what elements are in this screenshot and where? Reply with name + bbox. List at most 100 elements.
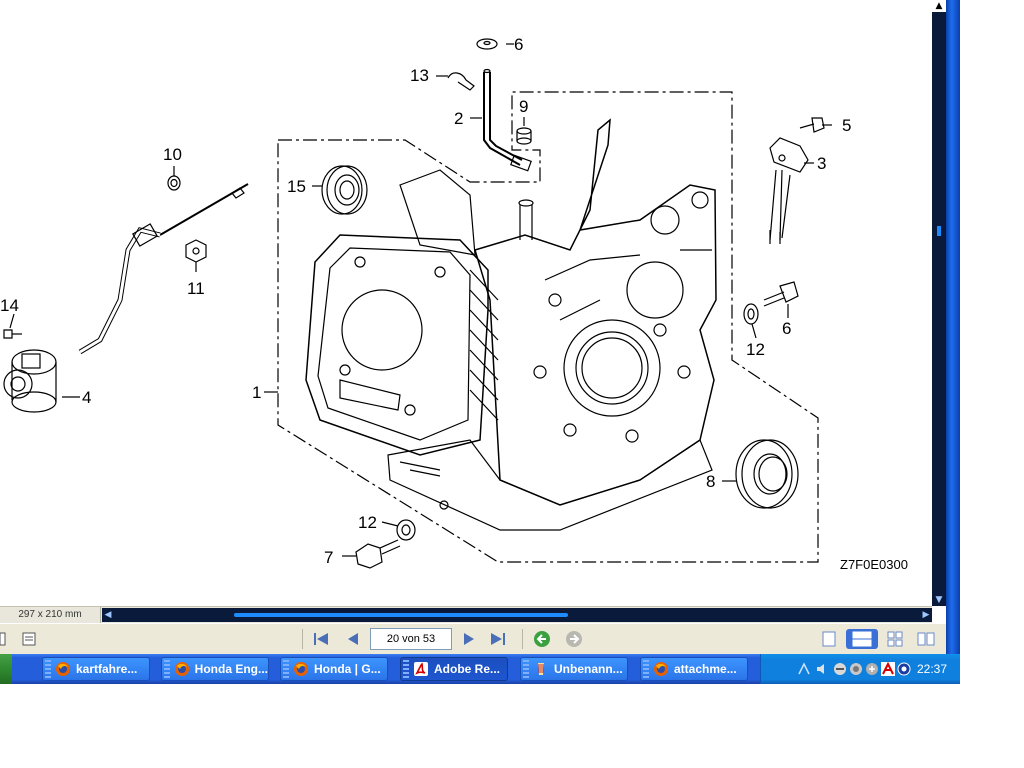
taskbar-grip — [403, 660, 409, 678]
part-8-seal — [735, 439, 799, 509]
tray-app-icon-2[interactable] — [849, 662, 863, 676]
start-button[interactable] — [0, 654, 12, 684]
firefox-icon — [294, 662, 308, 676]
part-6-bolt-right — [763, 281, 799, 307]
part-7-washer — [476, 38, 498, 50]
part-12-washer-bottom — [396, 519, 416, 541]
part-3-sensor — [769, 137, 809, 244]
system-tray: 22:37 — [760, 654, 961, 684]
first-page-button[interactable] — [310, 629, 332, 649]
back-view-button[interactable] — [530, 629, 554, 649]
part-13-clip — [447, 72, 475, 91]
toolbar-separator — [302, 629, 303, 649]
taskbar-grip — [45, 660, 51, 678]
last-page-icon — [491, 633, 505, 645]
firefox-icon — [174, 662, 189, 676]
horizontal-scroll-thumb[interactable] — [234, 613, 568, 617]
vertical-scrollbar[interactable]: ▲ ▼ — [932, 0, 946, 606]
previous-page-button[interactable] — [342, 629, 364, 649]
adobe-reader-icon — [414, 662, 428, 676]
taskbar-grip — [643, 660, 649, 678]
scroll-down-arrow-icon[interactable]: ▼ — [932, 594, 946, 606]
page-navigation-toolbar: 20 von 53 — [0, 623, 946, 654]
tray-app-icon-1[interactable] — [833, 662, 847, 676]
part-2-rod — [483, 68, 532, 172]
leader-lines — [9, 43, 832, 557]
taskbar-button-adobe-reader[interactable]: Adobe Re... — [400, 657, 508, 681]
callout-12-right: 12 — [746, 340, 765, 359]
screen-blank-area-bottom — [0, 684, 1024, 768]
antivirus-icon[interactable] — [881, 662, 895, 676]
screen-blank-area-right — [960, 0, 1024, 684]
part-5-bolt — [799, 117, 825, 133]
page-layout-icon[interactable] — [20, 629, 38, 649]
cable-assembly — [3, 175, 249, 413]
paint-icon — [538, 663, 544, 675]
scroll-left-arrow-icon[interactable]: ◀ — [104, 610, 112, 620]
callout-7: 6 — [514, 35, 523, 54]
scroll-right-arrow-icon[interactable]: ▶ — [922, 610, 930, 620]
tray-app-icon-3[interactable] — [865, 662, 879, 676]
taskbar-button-kartfahrer[interactable]: kartfahre... — [42, 657, 150, 681]
taskbar-button-label: kartfahre... — [76, 662, 138, 676]
single-page-view-button[interactable] — [818, 629, 840, 649]
two-up-page-icon — [887, 631, 903, 647]
horizontal-scrollbar[interactable]: ◀ ▶ — [102, 608, 932, 622]
page-size-label: 297 x 210 mm — [0, 607, 101, 623]
part-6-bolt-bottom — [355, 539, 401, 569]
next-page-button[interactable] — [458, 629, 480, 649]
taskbar-grip — [523, 660, 529, 678]
callout-2: 2 — [454, 109, 463, 128]
volume-icon[interactable] — [815, 662, 829, 676]
toolbar-edge-icon — [0, 629, 6, 649]
crankcase-block — [305, 118, 717, 531]
callout-4: 4 — [82, 388, 91, 407]
taskbar-button-attachment[interactable]: attachme... — [640, 657, 748, 681]
taskbar-button-honda-g[interactable]: Honda | G... — [280, 657, 388, 681]
first-page-icon — [314, 633, 328, 645]
callout-1: 1 — [252, 383, 261, 402]
facing-pages-icon — [917, 632, 935, 646]
taskbar-button-label: Unbenann... — [554, 662, 623, 676]
network-icon[interactable] — [797, 662, 811, 676]
callout-14: 14 — [0, 296, 19, 315]
callout-10: 10 — [163, 145, 182, 164]
taskbar-clock[interactable]: 22:37 — [916, 662, 947, 676]
part-9-grommet — [516, 127, 532, 145]
two-up-continuous-view-button[interactable] — [914, 629, 938, 649]
exploded-parts-diagram: 6 13 2 9 15 5 3 10 11 14 4 1 6 12 8 12 7… — [0, 35, 908, 572]
taskbar-button-label: Honda Eng... — [194, 662, 268, 676]
vertical-scroll-thumb[interactable] — [937, 226, 941, 236]
callout-6-bottom: 7 — [324, 548, 333, 567]
page-number-field[interactable]: 20 von 53 — [370, 628, 452, 650]
diagram-reference-code: Z7F0E0300 — [840, 557, 908, 572]
taskbar-button-label: Honda | G... — [314, 662, 381, 676]
callout-6-right: 6 — [782, 319, 791, 338]
single-page-icon — [822, 631, 836, 647]
firefox-icon — [56, 662, 70, 676]
document-page: 6 13 2 9 15 5 3 10 11 14 4 1 6 12 8 12 7… — [0, 35, 908, 572]
callout-11: 11 — [187, 279, 205, 298]
taskbar-button-unbenannt[interactable]: Unbenann... — [520, 657, 628, 681]
forward-view-icon — [566, 631, 582, 647]
last-page-button[interactable] — [486, 629, 510, 649]
group-outline — [277, 91, 819, 563]
callout-13: 13 — [410, 66, 429, 85]
previous-page-icon — [348, 633, 358, 645]
tray-app-icon-4[interactable] — [897, 662, 911, 676]
firefox-icon — [654, 662, 668, 676]
forward-view-button[interactable] — [562, 629, 586, 649]
taskbar-grip — [164, 660, 170, 678]
taskbar-button-label: attachme... — [674, 662, 737, 676]
two-up-view-button[interactable] — [884, 629, 906, 649]
part-15-bearing — [321, 165, 368, 215]
next-page-icon — [464, 633, 474, 645]
callout-12-bottom: 12 — [358, 513, 377, 532]
continuous-view-button[interactable] — [846, 629, 878, 649]
window-right-border — [946, 0, 960, 654]
scroll-up-arrow-icon[interactable]: ▲ — [932, 0, 946, 12]
windows-taskbar: kartfahre... Honda Eng... Honda | G... A… — [0, 654, 961, 684]
taskbar-button-honda-engines[interactable]: Honda Eng... — [161, 657, 269, 681]
toolbar-separator — [522, 629, 523, 649]
callout-5: 5 — [842, 116, 851, 135]
